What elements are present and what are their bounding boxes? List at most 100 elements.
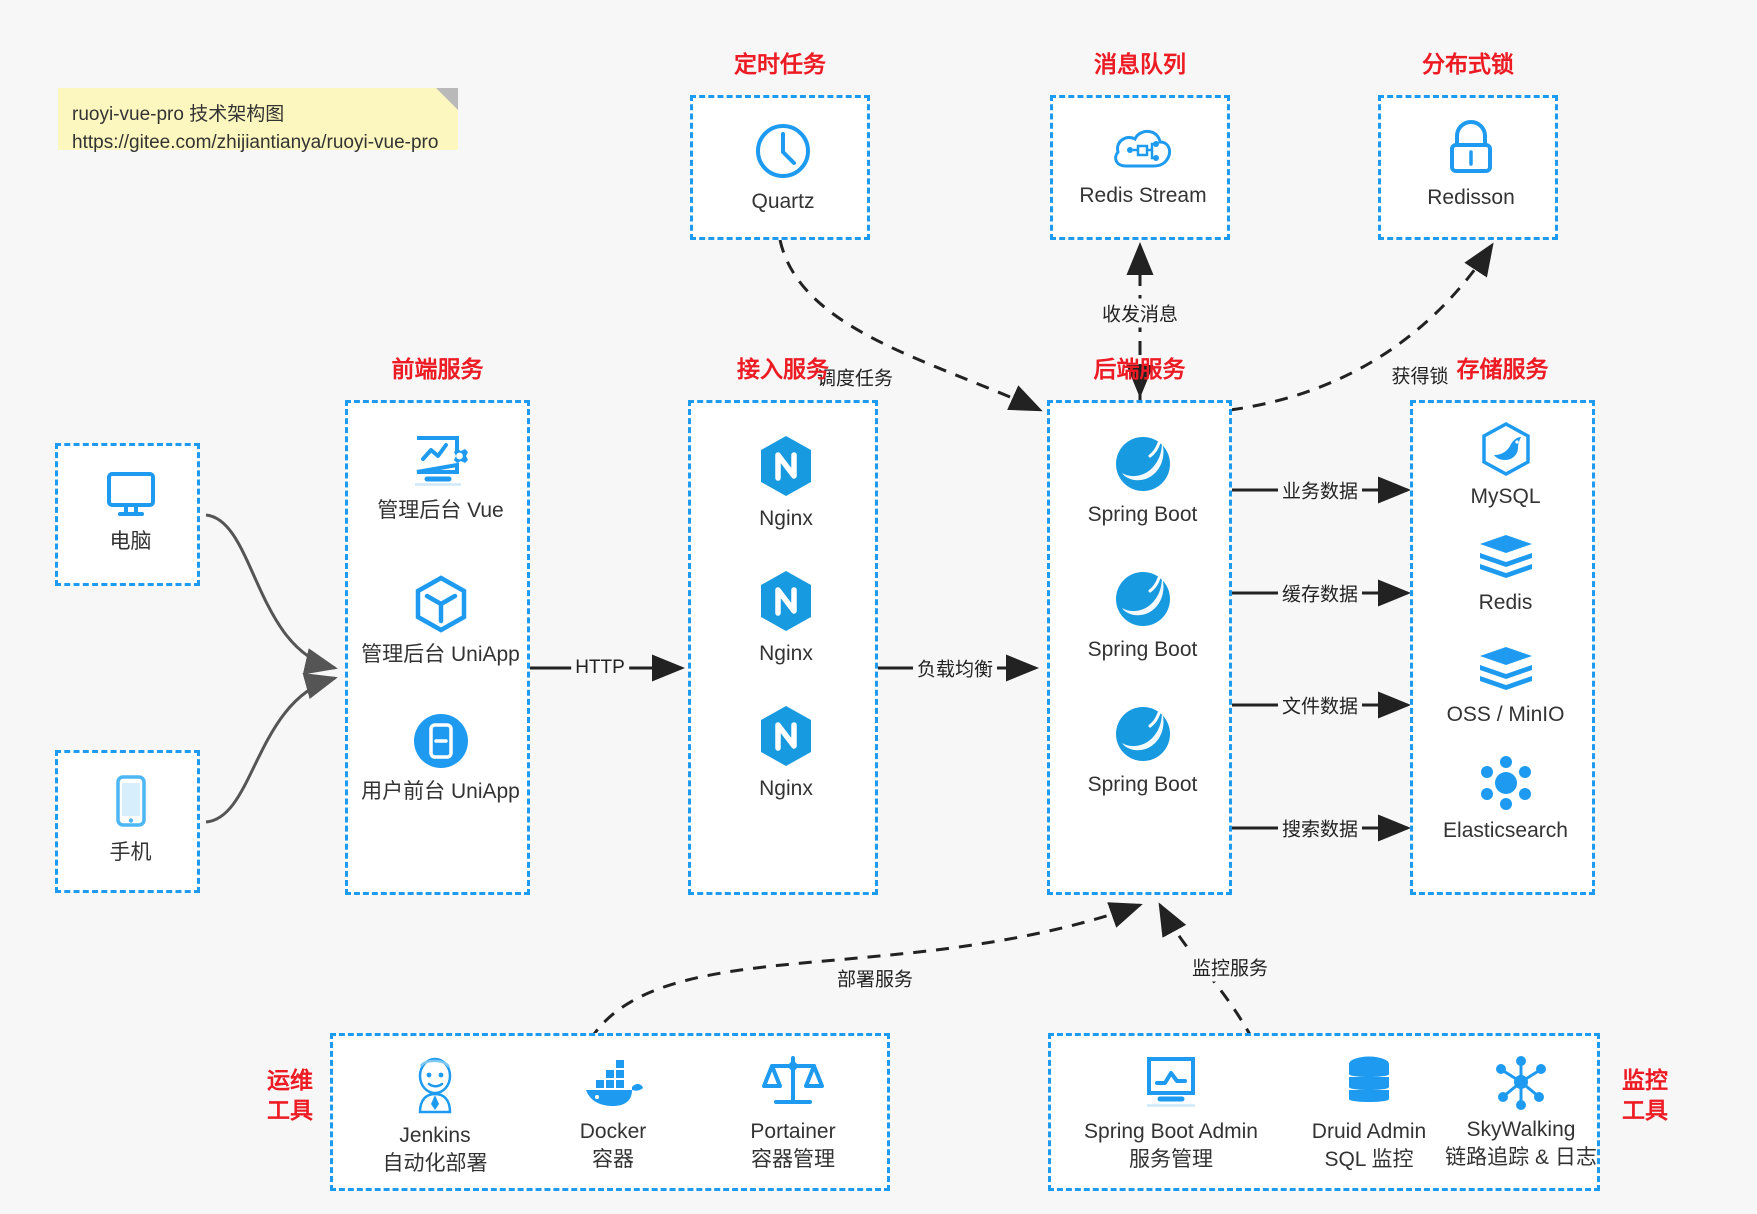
node-nginx-3[interactable]: Nginx bbox=[691, 703, 881, 803]
scales-balance-icon bbox=[762, 1056, 824, 1104]
edge-label-monitor-service: 监控服务 bbox=[1187, 952, 1273, 982]
group-box-mq: Redis Stream bbox=[1050, 95, 1230, 240]
edge-label-load-balance: 负载均衡 bbox=[912, 653, 998, 683]
nginx-hexagon-icon bbox=[761, 436, 811, 496]
elasticsearch-icon bbox=[1480, 756, 1531, 810]
edge-label-http: HTTP bbox=[571, 656, 629, 680]
node-label: Docker bbox=[579, 1120, 647, 1143]
node-portainer[interactable]: Portainer 容器管理 bbox=[713, 1050, 873, 1174]
monitor-chart-icon bbox=[1147, 1057, 1195, 1107]
node-label: Quartz bbox=[751, 190, 815, 213]
node-desktop[interactable]: 电脑 bbox=[58, 468, 203, 556]
group-box-devops: Jenkins 自动化部署 Docker 容器 bbox=[330, 1033, 890, 1191]
node-label: 用户前台 UniApp bbox=[361, 780, 520, 803]
edge-label-search-data: 搜索数据 bbox=[1277, 813, 1363, 843]
group-box-lock: Redisson bbox=[1378, 95, 1558, 240]
node-label: Spring Boot bbox=[1087, 773, 1198, 796]
group-title-backend: 后端服务 bbox=[1093, 356, 1186, 382]
node-admin-uniapp[interactable]: 管理后台 UniApp bbox=[348, 573, 533, 669]
group-box-client-mobile: 手机 bbox=[55, 750, 200, 893]
node-sublabel: 容器 bbox=[592, 1148, 634, 1171]
nginx-hexagon-icon bbox=[761, 571, 811, 631]
note-fold-corner bbox=[436, 88, 458, 110]
edge-label-acquire-lock: 获得锁 bbox=[1387, 360, 1453, 390]
database-cylinder-icon bbox=[1349, 1056, 1389, 1102]
group-title-mq: 消息队列 bbox=[1094, 51, 1186, 77]
edge-label-schedule-task: 调度任务 bbox=[812, 362, 898, 392]
network-nodes-icon bbox=[1496, 1056, 1546, 1110]
group-title-gateway: 接入服务 bbox=[737, 356, 829, 382]
node-nginx-2[interactable]: Nginx bbox=[691, 568, 881, 668]
group-title-frontend: 前端服务 bbox=[391, 356, 484, 382]
edge-label-send-receive-message: 收发消息 bbox=[1097, 298, 1183, 328]
desktop-monitor-icon bbox=[106, 472, 155, 516]
spring-leaf-icon bbox=[1115, 437, 1170, 491]
edge-label-file-data: 文件数据 bbox=[1277, 690, 1363, 720]
node-redis[interactable]: Redis bbox=[1413, 531, 1598, 617]
node-sublabel: 服务管理 bbox=[1129, 1148, 1213, 1171]
node-skywalking[interactable]: SkyWalking 链路追踪 & 日志 bbox=[1441, 1054, 1601, 1172]
group-title-monitor-line2: 工具 bbox=[1622, 1097, 1668, 1123]
node-label: MySQL bbox=[1470, 485, 1541, 508]
title-note: ruoyi-vue-pro 技术架构图 https://gitee.com/zh… bbox=[58, 88, 458, 153]
jenkins-butler-icon bbox=[418, 1057, 452, 1114]
edge-label-deploy-service: 部署服务 bbox=[832, 963, 918, 993]
node-label: Spring Boot Admin bbox=[1084, 1120, 1258, 1143]
node-spring-boot-3[interactable]: Spring Boot bbox=[1050, 703, 1235, 799]
spring-leaf-icon bbox=[1115, 707, 1170, 761]
node-label: Portainer bbox=[750, 1120, 836, 1143]
node-mysql[interactable]: MySQL bbox=[1413, 421, 1598, 511]
node-redisson[interactable]: Redisson bbox=[1381, 118, 1561, 212]
group-box-storage: MySQL Redis OSS / MinIO bbox=[1410, 400, 1595, 895]
note-line-1: ruoyi-vue-pro 技术架构图 bbox=[72, 104, 285, 125]
node-elasticsearch[interactable]: Elasticsearch bbox=[1413, 755, 1598, 845]
node-jenkins[interactable]: Jenkins 自动化部署 bbox=[355, 1054, 515, 1178]
node-druid-admin[interactable]: Druid Admin SQL 监控 bbox=[1279, 1054, 1459, 1174]
monitor-gear-icon bbox=[414, 436, 468, 486]
smartphone-icon bbox=[115, 775, 146, 827]
group-title-scheduler: 定时任务 bbox=[734, 51, 826, 77]
node-label: 手机 bbox=[109, 841, 152, 864]
docker-whale-icon bbox=[586, 1060, 643, 1106]
node-redis-stream[interactable]: Redis Stream bbox=[1053, 120, 1233, 210]
node-oss-minio[interactable]: OSS / MinIO bbox=[1413, 643, 1598, 729]
node-label: Redis Stream bbox=[1079, 184, 1207, 207]
redis-stack-icon bbox=[1479, 535, 1532, 578]
node-spring-boot-1[interactable]: Spring Boot bbox=[1050, 433, 1235, 529]
mysql-dolphin-icon bbox=[1481, 422, 1530, 476]
group-box-backend: Spring Boot Spring Boot Spring Boot bbox=[1047, 400, 1232, 895]
node-label: Jenkins bbox=[399, 1124, 471, 1147]
group-title-devops-line1: 运维 bbox=[267, 1067, 313, 1093]
node-label: Redisson bbox=[1427, 186, 1515, 209]
group-title-monitor: 监控 工具 bbox=[1610, 1065, 1680, 1125]
mobile-circle-icon bbox=[413, 714, 468, 768]
group-title-monitor-line1: 监控 bbox=[1622, 1067, 1668, 1093]
node-user-uniapp[interactable]: 用户前台 UniApp bbox=[348, 710, 533, 806]
node-docker[interactable]: Docker 容器 bbox=[533, 1054, 693, 1174]
group-title-lock: 分布式锁 bbox=[1422, 51, 1514, 77]
node-nginx-1[interactable]: Nginx bbox=[691, 433, 881, 533]
padlock-icon bbox=[1450, 120, 1492, 173]
group-title-devops: 运维 工具 bbox=[255, 1065, 325, 1125]
node-spring-boot-2[interactable]: Spring Boot bbox=[1050, 568, 1235, 664]
node-mobile[interactable]: 手机 bbox=[58, 773, 203, 867]
node-label: Spring Boot bbox=[1087, 638, 1198, 661]
object-storage-icon bbox=[1479, 647, 1532, 690]
node-sublabel: 链路追踪 & 日志 bbox=[1445, 1146, 1597, 1169]
node-quartz[interactable]: Quartz bbox=[693, 120, 873, 216]
node-label: Nginx bbox=[759, 507, 813, 530]
group-box-scheduler: Quartz bbox=[690, 95, 870, 240]
hexagon-cube-icon bbox=[415, 575, 466, 633]
note-line-2: https://gitee.com/zhijiantianya/ruoyi-vu… bbox=[72, 132, 439, 153]
node-label: 电脑 bbox=[109, 530, 152, 553]
edge-label-cache-data: 缓存数据 bbox=[1277, 578, 1363, 608]
node-admin-vue[interactable]: 管理后台 Vue bbox=[348, 431, 533, 525]
node-spring-boot-admin[interactable]: Spring Boot Admin 服务管理 bbox=[1061, 1054, 1281, 1174]
spring-leaf-icon bbox=[1115, 572, 1170, 626]
group-box-frontend: 管理后台 Vue 管理后台 UniApp 用户前台 UniApp bbox=[345, 400, 530, 895]
node-label: Spring Boot bbox=[1087, 503, 1198, 526]
node-sublabel: 自动化部署 bbox=[382, 1152, 488, 1175]
group-box-client-desktop: 电脑 bbox=[55, 443, 200, 586]
group-title-storage: 存储服务 bbox=[1456, 356, 1549, 382]
